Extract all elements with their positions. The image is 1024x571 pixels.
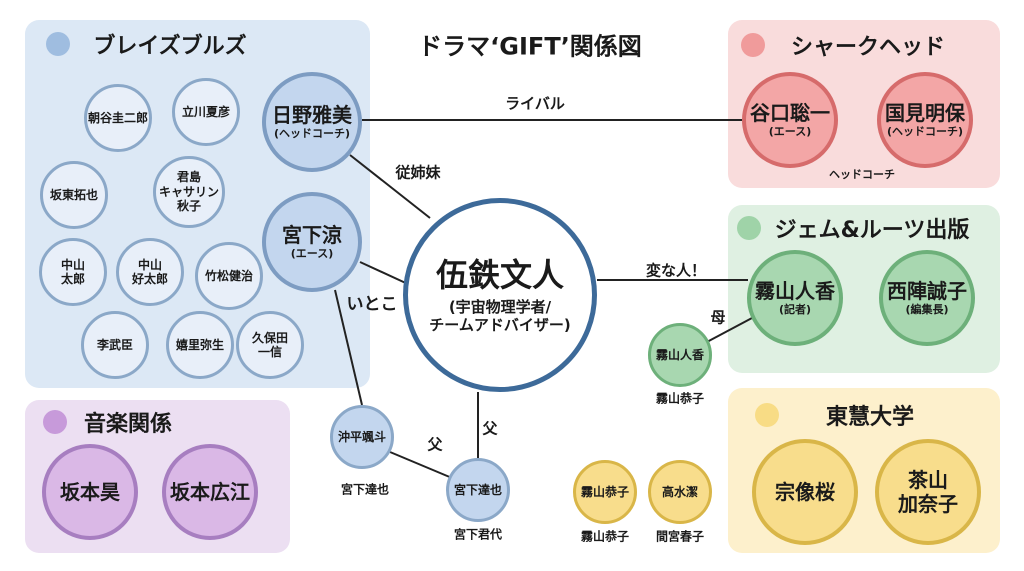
member-name: 君島 xyxy=(176,170,201,185)
node-name: 加奈子 xyxy=(898,492,958,516)
okihira-label: 宮下達也 xyxy=(340,482,390,497)
node-name: 坂本昊 xyxy=(60,480,120,504)
member-name: 中山 xyxy=(60,257,85,272)
member-name: キャサリン xyxy=(158,184,219,199)
member-name: 好太郎 xyxy=(131,272,168,286)
node-center-gotetsu[interactable]: 伍鉄文人 (宇宙物理学者/チームアドバイザー) xyxy=(403,198,597,392)
blaze-dot-icon xyxy=(46,32,70,56)
node-kiriyama[interactable]: 霧山人香(記者) xyxy=(747,250,843,346)
rel-cousin: いとこ xyxy=(346,294,398,315)
node-nishijin[interactable]: 西陣誠子(編集長) xyxy=(879,250,975,346)
node-name: 沖平颯斗 xyxy=(337,429,386,444)
node-sakamoto-sora[interactable]: 坂本昊 xyxy=(42,444,138,540)
node-name: 茶山 xyxy=(908,468,948,492)
member-name: 李武臣 xyxy=(96,337,133,352)
node-name: 宗像桜 xyxy=(775,480,835,504)
node-role: (エース) xyxy=(290,247,334,261)
member-nakayama-taro[interactable]: 中山太郎 xyxy=(39,238,107,306)
node-miyashita-tatsuya[interactable]: 宮下達也 xyxy=(446,458,510,522)
node-name: 高水潔 xyxy=(661,484,698,499)
node-taniguchi[interactable]: 谷口聡一(エース) xyxy=(742,72,838,168)
node-name: 宮下涼 xyxy=(282,223,342,248)
node-role: (編集長) xyxy=(905,303,949,317)
cousin-line xyxy=(359,261,411,286)
node-okihira[interactable]: 沖平颯斗 xyxy=(330,405,394,469)
todai-title: 東慧大学 xyxy=(825,405,915,430)
member-bando[interactable]: 坂東拓也 xyxy=(40,161,108,229)
member-tachikawa[interactable]: 立川夏彦 xyxy=(172,78,240,146)
node-sakamoto-hiroe[interactable]: 坂本広江 xyxy=(162,444,258,540)
music-dot-icon xyxy=(43,410,67,434)
takamizu-label: 間宮春子 xyxy=(655,529,705,544)
member-name: 一信 xyxy=(257,345,282,359)
node-chayama[interactable]: 茶山加奈子 xyxy=(875,439,981,545)
node-role: (記者) xyxy=(778,303,812,317)
node-name: 伍鉄文人 xyxy=(435,255,564,294)
node-name: 日野雅美 xyxy=(272,103,352,128)
member-ureshizato[interactable]: 嬉里弥生 xyxy=(166,311,234,379)
member-name: 竹松健治 xyxy=(204,268,253,283)
gem-title: ジェム&ルーツ出版 xyxy=(774,218,970,243)
node-name: 霧山人香 xyxy=(755,279,835,304)
member-kimijima[interactable]: 君島キャサリン秋子 xyxy=(153,156,225,228)
rel-mother: 母 xyxy=(710,308,726,327)
member-name: 中山 xyxy=(137,257,162,272)
node-role: (エース) xyxy=(768,125,812,139)
node-hino[interactable]: 日野雅美(ヘッドコーチ) xyxy=(262,72,362,172)
member-asatani[interactable]: 朝谷圭二郎 xyxy=(84,84,152,152)
node-name: 西陣誠子 xyxy=(887,279,967,304)
cousin-f-line xyxy=(349,154,431,219)
shark-title: シャークヘッド xyxy=(790,35,946,60)
node-role: チームアドバイザー) xyxy=(429,316,571,335)
member-name: 立川夏彦 xyxy=(181,104,230,119)
member-name: 嬉里弥生 xyxy=(175,337,224,352)
node-name: 谷口聡一 xyxy=(750,101,830,126)
music-title: 音楽関係 xyxy=(83,412,173,437)
node-miyashita-ryo[interactable]: 宮下涼(エース) xyxy=(262,192,362,292)
node-name: 霧山恭子 xyxy=(580,484,629,499)
member-kubota[interactable]: 久保田一信 xyxy=(236,311,304,379)
page-title: ドラマ‘GIFT’関係図 xyxy=(418,32,642,61)
rel-father-1: 父 xyxy=(482,419,498,438)
todai-dot-icon xyxy=(755,403,779,427)
member-nakayama-kotaro[interactable]: 中山好太郎 xyxy=(116,238,184,306)
okihira-line xyxy=(334,289,363,406)
kiri-small-label: 霧山恭子 xyxy=(655,391,705,406)
member-name: 秋子 xyxy=(176,199,201,214)
member-name: 久保田 xyxy=(251,330,288,345)
rel-father-2: 父 xyxy=(427,435,443,454)
kyoko-label: 霧山恭子 xyxy=(580,529,630,544)
tatsuya-label: 宮下君代 xyxy=(453,527,503,542)
node-name: 霧山人香 xyxy=(655,347,704,362)
member-name: 太郎 xyxy=(60,272,85,286)
member-takematsu[interactable]: 竹松健治 xyxy=(195,242,263,310)
node-role: (宇宙物理学者/ xyxy=(448,298,552,317)
shark-note: ヘッドコーチ xyxy=(829,168,895,181)
member-li[interactable]: 李武臣 xyxy=(81,311,149,379)
shark-dot-icon xyxy=(741,33,765,57)
node-name: 坂本広江 xyxy=(170,480,250,504)
node-role: (ヘッドコーチ) xyxy=(886,125,964,139)
father2-line xyxy=(389,451,453,479)
node-kyoko[interactable]: 霧山恭子 xyxy=(573,460,637,524)
blaze-title: ブレイズブルズ xyxy=(93,34,247,59)
node-munakata[interactable]: 宗像桜 xyxy=(752,439,858,545)
member-name: 朝谷圭二郎 xyxy=(87,110,148,125)
mother-line xyxy=(704,317,753,344)
node-role: (ヘッドコーチ) xyxy=(273,127,351,141)
rel-strange: 変な人！ xyxy=(645,261,707,280)
node-kiriyama-small[interactable]: 霧山人香 xyxy=(648,323,712,387)
rel-rival: ライバル xyxy=(505,94,565,113)
gem-dot-icon xyxy=(737,216,761,240)
node-name: 宮下達也 xyxy=(453,482,502,497)
rel-cousin-female: 従姉妹 xyxy=(395,163,441,182)
node-name: 国見明保 xyxy=(885,101,965,126)
node-takamizu[interactable]: 高水潔 xyxy=(648,460,712,524)
node-kunimi[interactable]: 国見明保(ヘッドコーチ) xyxy=(877,72,973,168)
member-name: 坂東拓也 xyxy=(49,187,98,202)
